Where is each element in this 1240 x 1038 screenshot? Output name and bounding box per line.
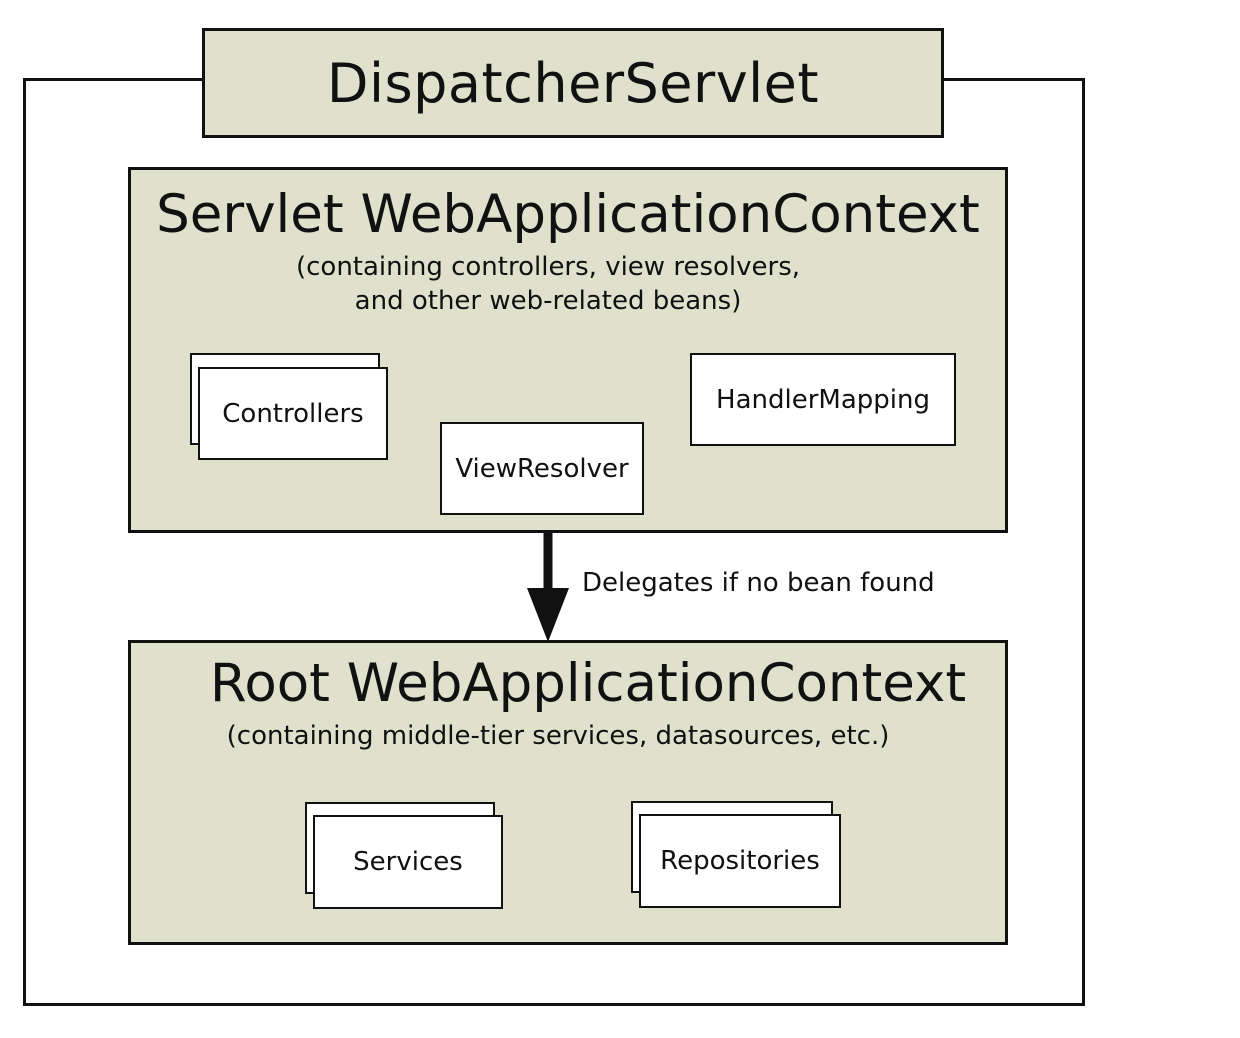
- servlet-context-subtitle-line1: (containing controllers, view resolvers,: [295, 252, 801, 282]
- dispatcher-servlet-title: DispatcherServlet: [326, 51, 820, 115]
- view-resolver-bean: ViewResolver: [440, 422, 644, 515]
- servlet-web-application-context: Servlet WebApplicationContext (containin…: [128, 167, 1008, 533]
- controllers-bean-label: Controllers: [222, 398, 364, 429]
- handler-mapping-bean-label: HandlerMapping: [716, 384, 930, 415]
- delegation-label: Delegates if no bean found: [582, 568, 935, 598]
- handler-mapping-bean: HandlerMapping: [690, 353, 956, 446]
- services-bean: Services: [313, 815, 503, 909]
- view-resolver-bean-label: ViewResolver: [455, 453, 629, 484]
- servlet-context-title: Servlet WebApplicationContext: [156, 184, 980, 245]
- root-context-title: Root WebApplicationContext: [209, 653, 967, 714]
- repositories-bean-label: Repositories: [660, 846, 820, 876]
- controllers-bean: Controllers: [198, 367, 388, 460]
- repositories-bean: Repositories: [639, 814, 841, 908]
- servlet-context-subtitle-line2: and other web-related beans): [354, 286, 742, 316]
- root-context-subtitle: (containing middle-tier services, dataso…: [226, 721, 890, 751]
- dispatcher-servlet-title-box: DispatcherServlet: [202, 28, 944, 138]
- services-bean-label: Services: [353, 847, 463, 877]
- root-web-application-context: Root WebApplicationContext (containing m…: [128, 640, 1008, 945]
